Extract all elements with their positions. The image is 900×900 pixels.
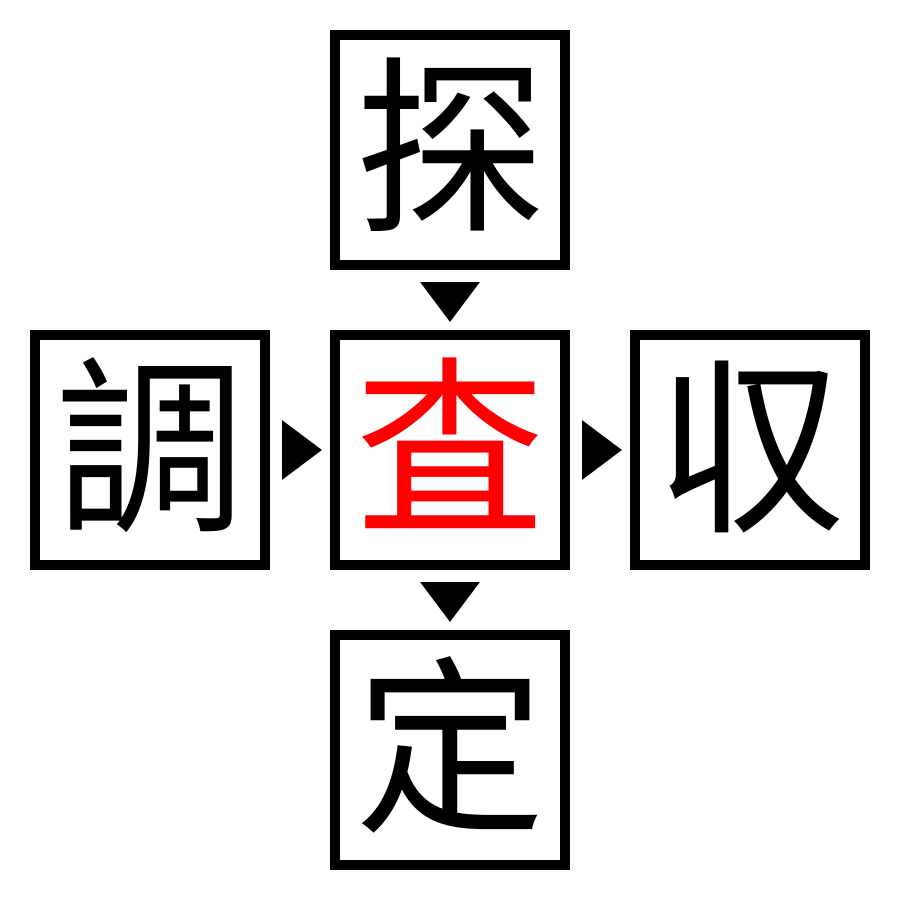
bottom-box: 定	[330, 630, 570, 870]
top-box: 探	[330, 30, 570, 270]
right-char: 収	[654, 341, 845, 562]
arrow-right-icon	[282, 420, 322, 480]
arrow-down-icon	[420, 282, 480, 322]
left-box: 調	[30, 330, 270, 570]
arrow-down-icon	[420, 582, 480, 622]
right-box: 収	[630, 330, 870, 570]
arrow-right-icon	[582, 420, 622, 480]
center-box: 査	[330, 330, 570, 570]
top-char: 探	[354, 41, 545, 262]
left-char: 調	[54, 341, 245, 562]
center-char: 査	[354, 341, 545, 562]
bottom-char: 定	[354, 641, 545, 862]
